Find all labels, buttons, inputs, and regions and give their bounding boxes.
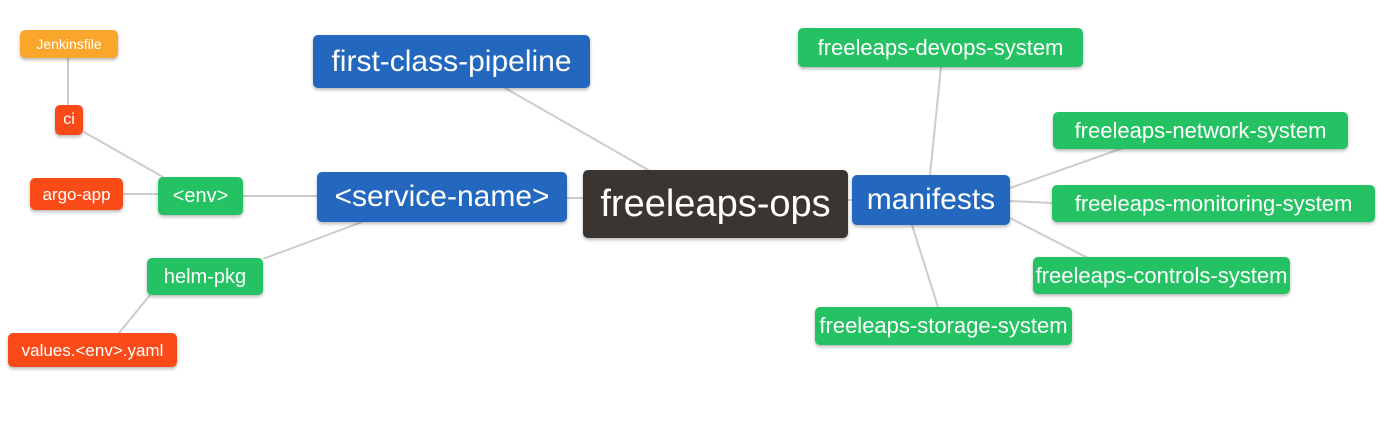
- node-manifests[interactable]: manifests: [852, 175, 1010, 225]
- edge-manifests-devops-system: [929, 66, 942, 176]
- edge-manifests-controls-system: [1007, 216, 1089, 259]
- node-monitoring-system[interactable]: freeleaps-monitoring-system: [1052, 185, 1375, 222]
- edge-helm-pkg-values-env-yaml: [118, 294, 151, 334]
- edge-manifests-storage-system: [911, 224, 939, 308]
- node-network-system[interactable]: freeleaps-network-system: [1053, 112, 1348, 149]
- edge-first-class-pipeline-freeleaps-ops: [504, 87, 651, 172]
- node-jenkinsfile[interactable]: Jenkinsfile: [20, 30, 118, 58]
- node-freeleaps-ops[interactable]: freeleaps-ops: [583, 170, 848, 238]
- node-storage-system[interactable]: freeleaps-storage-system: [815, 307, 1072, 345]
- node-argo-app[interactable]: argo-app: [30, 178, 123, 210]
- node-helm-pkg[interactable]: helm-pkg: [147, 258, 263, 295]
- edge-manifests-monitoring-system: [1009, 200, 1053, 204]
- node-ci[interactable]: ci: [55, 105, 83, 135]
- edge-service-name-helm-pkg: [262, 221, 363, 260]
- node-first-class-pipeline[interactable]: first-class-pipeline: [313, 35, 590, 88]
- node-values-env-yaml[interactable]: values.<env>.yaml: [8, 333, 177, 367]
- node-controls-system[interactable]: freeleaps-controls-system: [1033, 257, 1290, 294]
- node-devops-system[interactable]: freeleaps-devops-system: [798, 28, 1083, 67]
- edge-manifests-network-system: [1009, 147, 1124, 189]
- edge-ci-env: [83, 131, 164, 178]
- node-env[interactable]: <env>: [158, 177, 243, 215]
- node-service-name[interactable]: <service-name>: [317, 172, 567, 222]
